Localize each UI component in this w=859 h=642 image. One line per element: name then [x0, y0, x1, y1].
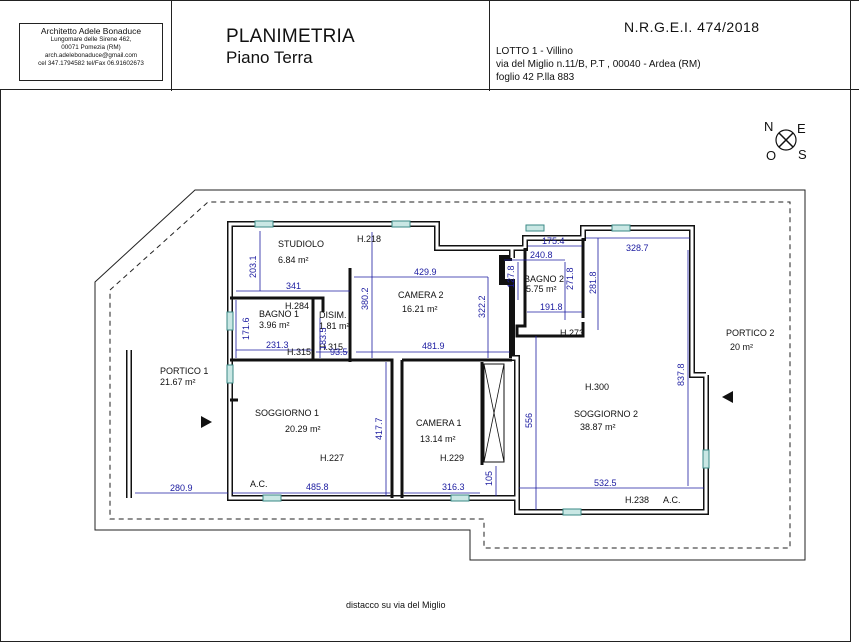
dimension-label: 231.3: [266, 340, 289, 350]
compass-east: E: [797, 121, 806, 136]
room-name-soggiorno1: SOGGIORNO 1: [255, 408, 319, 418]
dimension-label: 417.7: [374, 417, 384, 440]
room-area-soggiorno1: 20.29 m²: [285, 424, 321, 434]
compass-north: N: [764, 119, 773, 134]
dimension-label: 341: [286, 281, 301, 291]
room-name-camera1: CAMERA 1: [416, 418, 462, 428]
dimension-label: 127.8: [506, 265, 516, 288]
dimension-label: 171.6: [241, 317, 251, 340]
room-name-portico2: PORTICO 2: [726, 328, 774, 338]
room-area-studiolo: 6.84 m²: [278, 255, 309, 265]
room-name-camera2: CAMERA 2: [398, 290, 444, 300]
architect-stamp: Architetto Adele Bonaduce Lungomare dell…: [19, 23, 163, 81]
sheet-border-left: [0, 90, 1, 642]
dimension-label: 175.4: [542, 236, 565, 246]
dimension-label: 105: [484, 471, 494, 486]
room-name-studiolo: STUDIOLO: [278, 239, 324, 249]
windows: [226, 220, 710, 516]
dimension-lines: [135, 231, 704, 510]
dimension-label: 281.8: [588, 271, 598, 294]
room-area-bagno2: 5.75 m²: [526, 284, 557, 294]
height-label: H.273: [560, 328, 584, 338]
title-divider: [489, 1, 490, 91]
architect-phone: cel 347.1794582 tel/Fax 06.91602673: [38, 60, 144, 67]
address-line: via del Miglio n.11/B, P.T , 00040 - Ard…: [496, 59, 701, 70]
dimension-label: 380.2: [360, 287, 370, 310]
entry-arrow-east: [722, 391, 733, 403]
height-label: H.315: [287, 347, 311, 357]
drawing-subtitle: Piano Terra: [226, 48, 313, 67]
dimension-label: 837.8: [676, 363, 686, 386]
dimension-label: 280.9: [170, 483, 193, 493]
property-info: LOTTO 1 - Villino via del Miglio n.11/B,…: [496, 45, 701, 84]
height-label: H.229: [440, 453, 464, 463]
room-area-disim: 1.81 m²: [319, 321, 350, 331]
room-name-soggiorno2: SOGGIORNO 2: [574, 409, 638, 419]
room-name-bagno2: BAGNO 2: [524, 274, 564, 284]
dimension-label: 240.8: [530, 250, 553, 260]
dimension-label: 203.1: [248, 255, 258, 278]
room-name-portico1: PORTICO 1: [160, 366, 208, 376]
room-name-disim: DISIM.: [319, 310, 347, 320]
dimension-label: 322.2: [477, 295, 487, 318]
room-area-portico2: 20 m²: [730, 342, 753, 352]
title-divider: [850, 1, 851, 91]
ceiling-heights: H.218 H.284 H.315 H.315 H.273 H.300 H.22…: [250, 234, 681, 505]
drawing-title: PLANIMETRIA: [226, 26, 355, 47]
dimension-label: 481.9: [422, 341, 445, 351]
room-area-bagno1: 3.96 m²: [259, 320, 290, 330]
dimension-label: 316.3: [442, 482, 465, 492]
room-name-bagno1: BAGNO 1: [259, 309, 299, 319]
ac-label: A.C.: [663, 495, 681, 505]
reference-number: N.R.G.E.I. 474/2018: [624, 19, 760, 35]
architect-city: 00071 Pomezia (RM): [61, 44, 121, 51]
room-area-portico1: 21.67 m²: [160, 377, 196, 387]
height-label: H.300: [585, 382, 609, 392]
height-label: H.238: [625, 495, 649, 505]
dimension-label: 93.5: [330, 347, 348, 357]
room-area-soggiorno2: 38.87 m²: [580, 422, 616, 432]
title-divider: [171, 1, 172, 91]
room-area-camera2: 16.21 m²: [402, 304, 438, 314]
dimension-values: 341 203.1 429.9 380.2 322.2 175.4 240.8 …: [170, 236, 686, 493]
entry-arrow-west: [201, 416, 212, 428]
height-label: H.284: [285, 301, 309, 311]
dimension-label: 485.8: [306, 482, 329, 492]
sheet-border-right: [850, 90, 851, 642]
dimension-label: 191.8: [540, 302, 563, 312]
interior-walls: [230, 238, 585, 498]
lot-boundary: [94, 189, 806, 561]
compass-south: S: [798, 147, 807, 162]
room-area-camera1: 13.14 m²: [420, 434, 456, 444]
architect-name: Architetto Adele Bonaduce: [40, 26, 142, 36]
dimension-label: 556: [524, 413, 534, 428]
title-block: Architetto Adele Bonaduce Lungomare dell…: [0, 0, 859, 91]
room-labels: STUDIOLO 6.84 m² CAMERA 2 16.21 m² BAGNO…: [160, 239, 774, 444]
exterior-wall-lines: [127, 222, 708, 514]
dimension-label: 429.9: [414, 267, 437, 277]
compass-west: O: [766, 148, 776, 163]
wardrobe: [483, 363, 505, 463]
portico-outline: [109, 201, 791, 549]
height-label: H.315: [319, 342, 343, 352]
footer-note: distacco su via del Miglio: [346, 600, 446, 610]
cadastral-info: foglio 42 P.lla 883: [496, 72, 575, 83]
ac-label: A.C.: [250, 479, 268, 489]
dimension-label: 328.7: [626, 243, 649, 253]
lot-label: LOTTO 1 - Villino: [496, 46, 573, 57]
height-label: H.227: [320, 453, 344, 463]
compass-rose: N E O S: [764, 119, 807, 163]
architect-email: arch.adelebonaduce@gmail.com: [44, 52, 138, 59]
height-label: H.218: [357, 234, 381, 244]
architect-address: Lungomare delle Sirene 462,: [50, 36, 132, 43]
dimension-label: 532.5: [594, 478, 617, 488]
dimension-label: 271.8: [565, 267, 575, 290]
dimension-label: 183.5: [318, 327, 328, 350]
